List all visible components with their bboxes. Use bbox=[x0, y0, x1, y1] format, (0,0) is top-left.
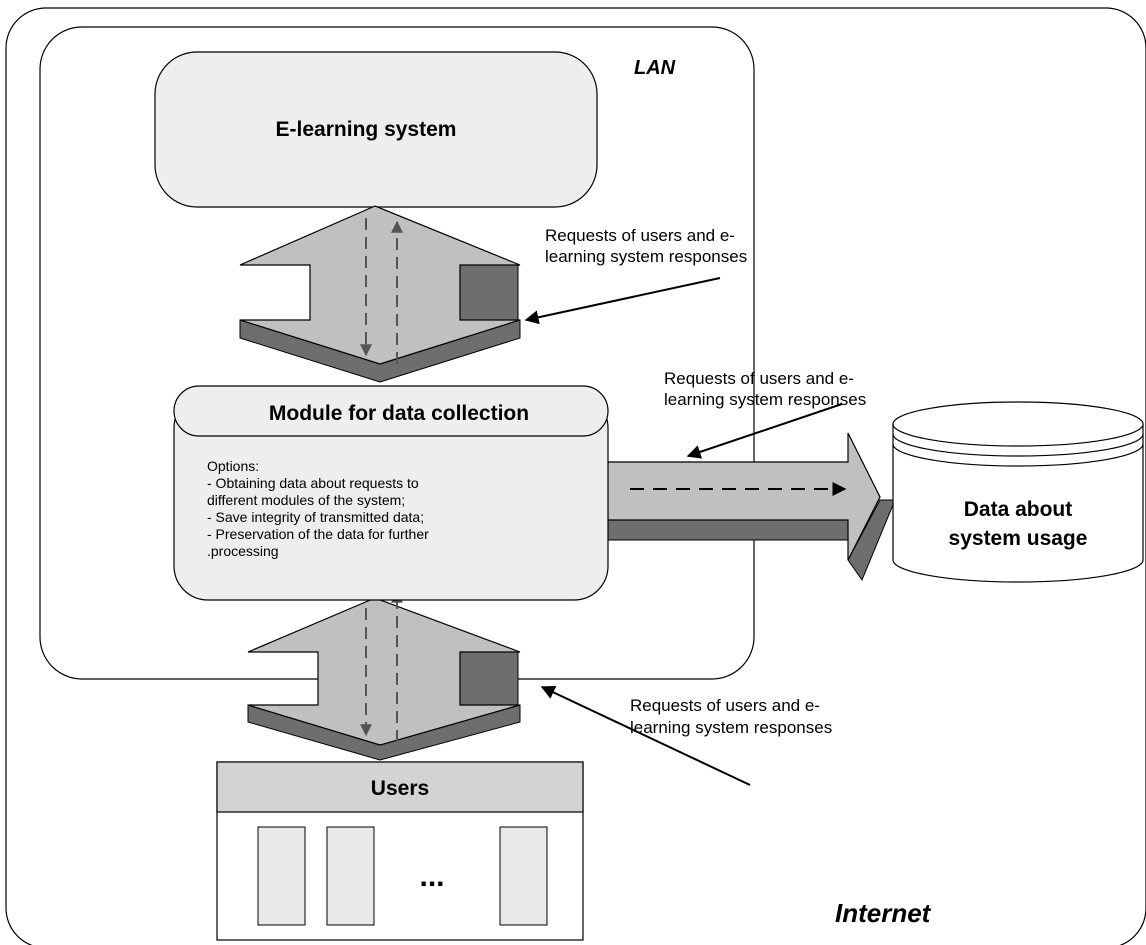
callout-right: Requests of users and e- learning system… bbox=[664, 369, 866, 459]
database-label-line1: Data about bbox=[964, 498, 1073, 521]
module-option-line: Options: bbox=[207, 458, 259, 474]
callout-bottom-line1: Requests of users and e- bbox=[630, 696, 820, 715]
users-box: Users ... bbox=[216, 761, 584, 941]
users-label: Users bbox=[371, 777, 429, 800]
callout-top-line1: Requests of users and e- bbox=[545, 226, 735, 245]
elearning-system-label: E-learning system bbox=[276, 118, 457, 141]
module-data-collection: Module for data collection Options: - Ob… bbox=[173, 385, 609, 601]
callout-right-line1: Requests of users and e- bbox=[664, 369, 854, 388]
database-label-line2: system usage bbox=[949, 527, 1088, 550]
bottom-double-arrow bbox=[247, 590, 521, 761]
right-arrow bbox=[606, 432, 896, 582]
user-slot bbox=[257, 826, 306, 926]
internet-label: Internet bbox=[835, 898, 932, 928]
module-option-line: different modules of the system; bbox=[207, 492, 405, 508]
module-title: Module for data collection bbox=[269, 402, 529, 425]
users-ellipsis: ... bbox=[419, 860, 444, 893]
module-option-line: - Save integrity of transmitted data; bbox=[207, 509, 424, 525]
callout-bottom: Requests of users and e- learning system… bbox=[540, 686, 832, 786]
module-option-line: - Obtaining data about requests to bbox=[207, 475, 419, 491]
callout-top-line2: learning system responses bbox=[545, 247, 747, 266]
top-double-arrow bbox=[239, 205, 521, 383]
user-slot bbox=[499, 826, 548, 926]
lan-label: LAN bbox=[634, 57, 676, 79]
module-option-line: - Preservation of the data for further bbox=[207, 526, 429, 542]
user-slot bbox=[326, 826, 375, 926]
module-options: Options: - Obtaining data about requests… bbox=[207, 458, 429, 559]
callout-right-line2: learning system responses bbox=[664, 390, 866, 409]
module-option-line: .processing bbox=[207, 543, 279, 559]
database-cylinder: Data about system usage bbox=[892, 401, 1144, 583]
callout-bottom-line2: learning system responses bbox=[630, 718, 832, 737]
callout-top: Requests of users and e- learning system… bbox=[524, 226, 747, 325]
